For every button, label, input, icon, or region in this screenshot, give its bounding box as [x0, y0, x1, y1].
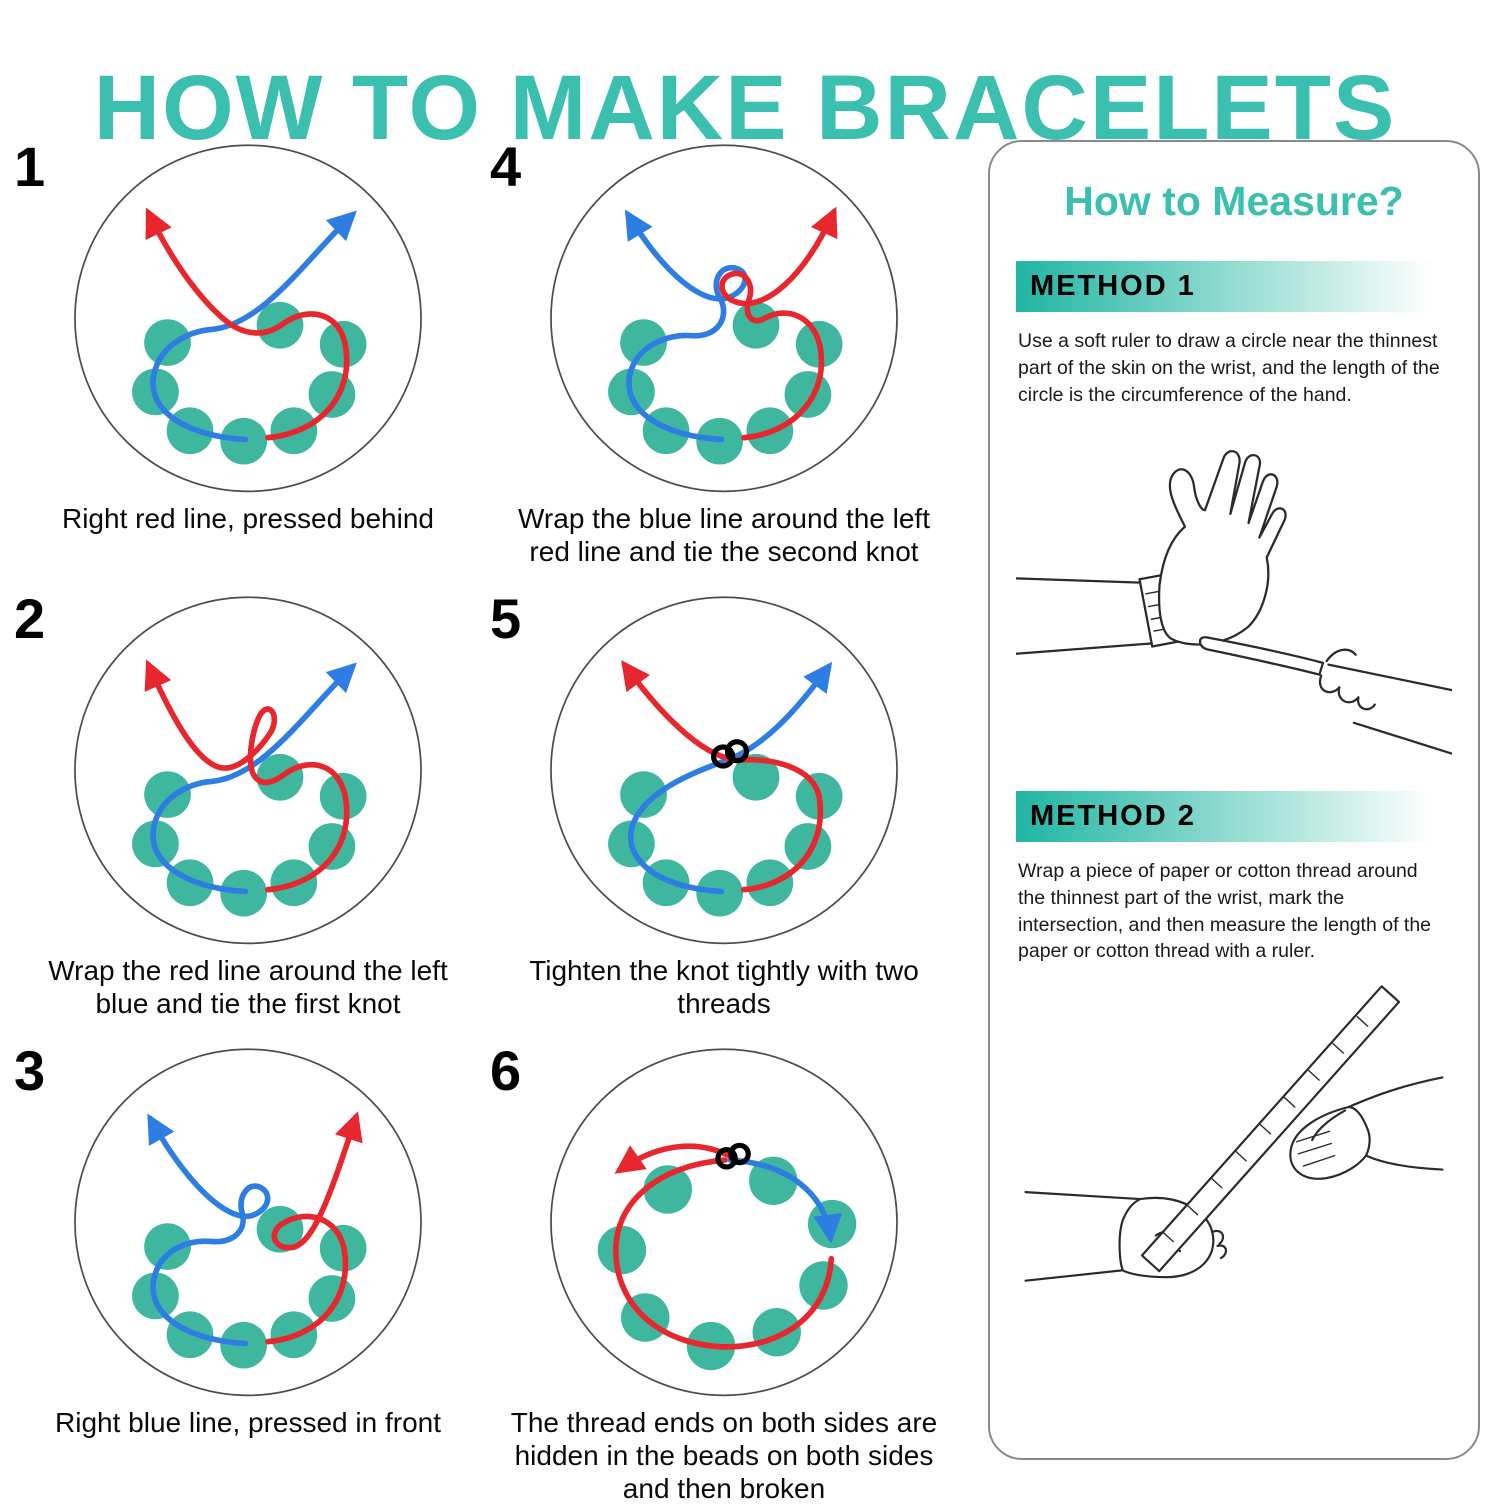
step-3: 3 Right blue line, pressed in front [10, 1030, 486, 1482]
method-2-text: Wrap a piece of paper or cotton thread a… [1018, 859, 1432, 963]
knot-icon [715, 1142, 751, 1170]
method-1-hand-illustration [1016, 449, 1452, 755]
measure-title: How to Measure? [1064, 178, 1404, 224]
step-circle [550, 1048, 898, 1397]
red-arrow [719, 206, 838, 441]
pointing-hand [1198, 635, 1452, 755]
forearm-line [1024, 1269, 1124, 1283]
step-5-illustration [550, 596, 898, 945]
step-circle [550, 144, 898, 493]
blue-arrow [150, 662, 357, 895]
step-caption: Right red line, pressed behind [61, 503, 434, 534]
step-number: 4 [490, 135, 522, 198]
step-3-illustration [74, 1048, 422, 1397]
step-caption: The thread ends on both sides are hidden… [510, 1407, 938, 1505]
blue-arrow [150, 210, 357, 443]
step-5: 5 Tighten the knot tightly with two thre… [486, 578, 972, 1030]
step-circle [550, 596, 898, 945]
method-1-text: Use a soft ruler to draw a circle near t… [1018, 330, 1440, 406]
step-caption: Tighten the knot tightly with two thread… [529, 955, 919, 1020]
beads [132, 1205, 367, 1369]
red-thread-ring [613, 1157, 835, 1350]
step-1: 1 Right red line, pressed behind [10, 126, 486, 578]
blue-arrow [624, 209, 748, 443]
blue-arrow [627, 661, 833, 895]
red-arrow [621, 660, 824, 893]
holding-hand [1289, 1076, 1444, 1181]
step-caption: Wrap the red line around the left blue a… [48, 955, 448, 1020]
forearm-line [1016, 576, 1152, 584]
forearm-line [1024, 1191, 1142, 1201]
steps-grid: 1 Right red line, pressed behind 4 [10, 126, 972, 1504]
step-number: 3 [14, 1039, 46, 1102]
beads [132, 301, 367, 465]
step-4-illustration [550, 144, 898, 493]
step-caption: Right blue line, pressed in front [55, 1407, 441, 1438]
forearm-line [1016, 641, 1161, 655]
step-number: 6 [490, 1039, 522, 1102]
beads [608, 301, 843, 465]
step-4: 4 Wrap the blue line around the left red… [486, 126, 972, 578]
method-2-hand-illustration [1024, 985, 1444, 1283]
red-arrow [145, 207, 350, 441]
step-circle [74, 596, 422, 945]
step-number: 2 [14, 587, 46, 650]
step-number: 1 [14, 135, 46, 198]
red-arrow [144, 659, 350, 893]
step-1-illustration [74, 144, 422, 493]
step-caption: Wrap the blue line around the left red l… [518, 503, 930, 568]
step-6-illustration [550, 1048, 898, 1397]
step-6: 6 The thread ends on both sides are hidd… [486, 1030, 972, 1504]
step-2-illustration [74, 596, 422, 945]
beads [597, 1156, 857, 1371]
beads [132, 753, 367, 917]
step-circle [74, 144, 422, 493]
measure-panel: How to Measure? METHOD 1 Use a soft rule… [988, 140, 1480, 1460]
knot-icon [711, 739, 750, 769]
ruler [1140, 985, 1401, 1273]
method-2-heading: METHOD 2 [1016, 790, 1452, 842]
step-circle [74, 1048, 422, 1397]
step-2: 2 Wrap the red line around the left blue… [10, 578, 486, 1030]
open-hand [1157, 449, 1287, 646]
blue-arrow [727, 1157, 843, 1244]
red-arrow [265, 1111, 363, 1345]
method-1-heading: METHOD 1 [1016, 261, 1452, 312]
step-number: 5 [490, 587, 522, 650]
blue-arrow [147, 1113, 271, 1347]
